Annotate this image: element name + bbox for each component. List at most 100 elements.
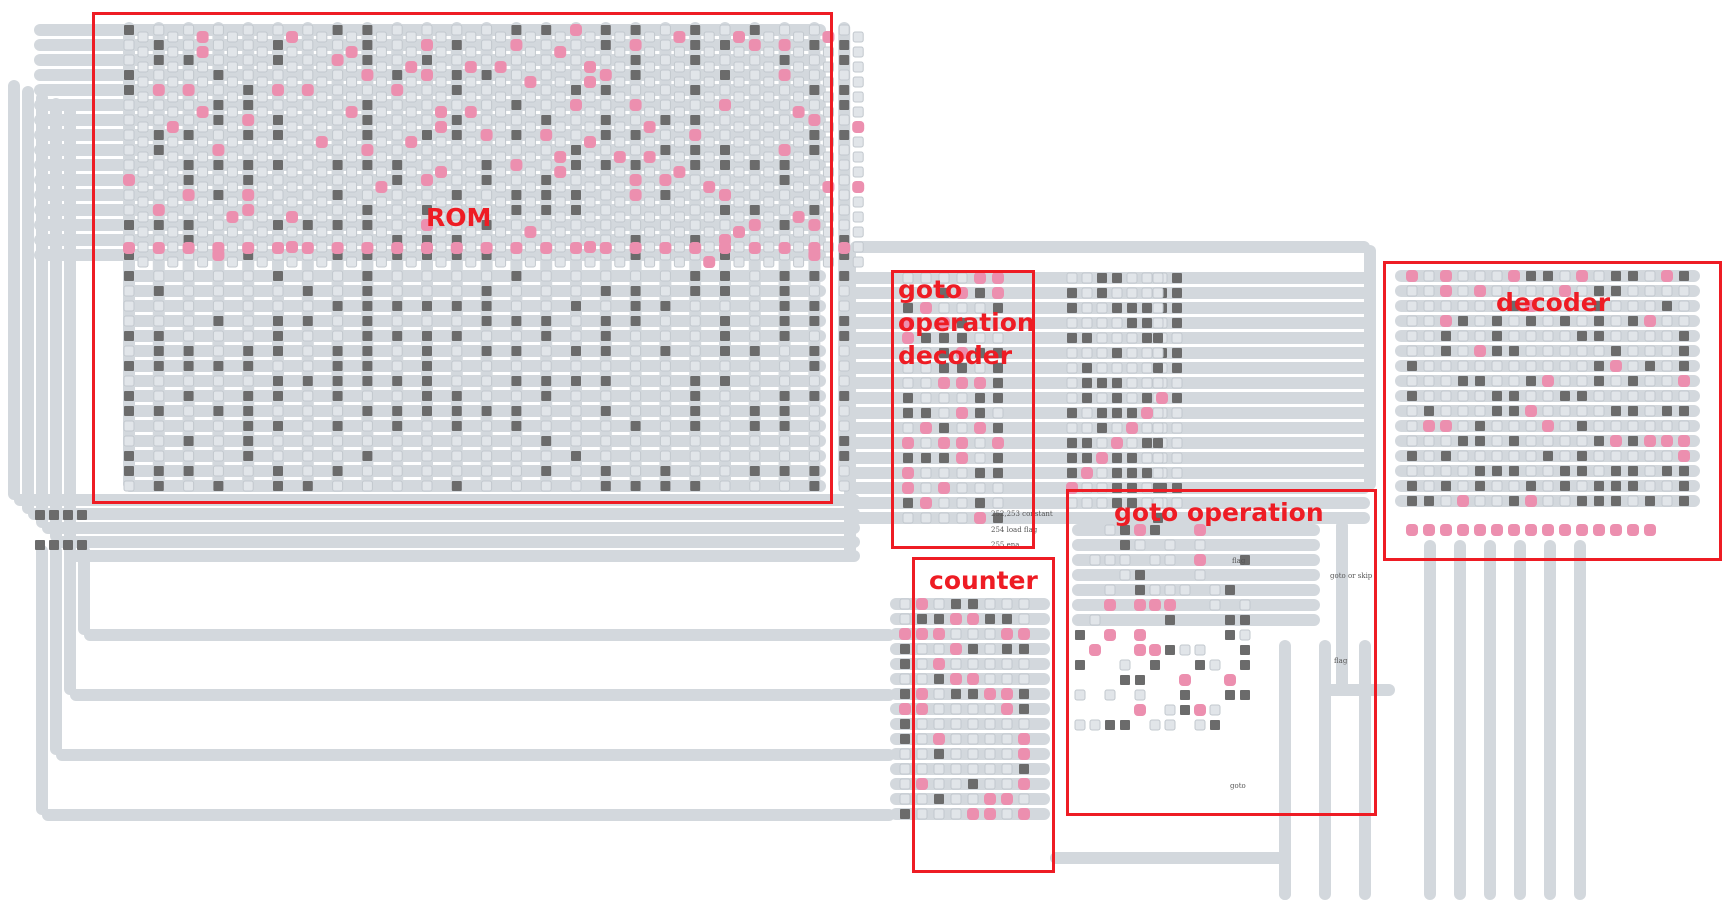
active-cell [152,242,165,254]
logic-node [451,331,462,341]
logic-node [1067,408,1077,418]
wire-segment [64,104,76,556]
wire-node [852,211,864,223]
wire-node [123,285,135,297]
logic-node [511,271,522,281]
wire-node [1423,360,1435,372]
wire-node [838,285,850,297]
wire-node [183,99,195,111]
wire-node [808,330,820,342]
wire-node [838,420,850,432]
wire-node [703,241,715,253]
wire-node [1508,480,1520,492]
wire-node [242,300,254,312]
wire-node [481,480,493,492]
wire-node [659,204,671,216]
active-cell [391,84,404,96]
logic-node [1105,720,1115,730]
wire-node [733,121,745,133]
wire-node [1440,360,1452,372]
active-cell [1149,599,1161,611]
logic-node [362,271,373,281]
active-cell [902,332,914,344]
wire-node [451,204,463,216]
logic-node [422,406,432,416]
logic-node [839,316,850,326]
logic-node [1082,378,1092,388]
wire-node [540,360,552,372]
wire-node [933,808,945,820]
wire-node [316,106,328,118]
wire-node [689,219,701,231]
wire-node [540,300,552,312]
wire-node [1593,450,1605,462]
wire-node [689,435,701,447]
wire-node [1066,392,1078,404]
logic-node [1611,286,1621,296]
wire-node [123,129,135,141]
logic-node [1082,438,1092,448]
wire-node [984,778,996,790]
logic-node [779,220,790,230]
active-cell [689,242,702,254]
logic-node [422,346,432,356]
logic-node [939,453,949,463]
logic-node [1002,644,1012,654]
wire-node [451,270,463,282]
active-cell [992,287,1004,299]
wire-node [749,144,761,156]
logic-node [749,406,760,416]
wire-node [421,435,433,447]
wire-node [421,189,433,201]
wire-node [852,46,864,58]
wire-node [212,330,224,342]
logic-node [993,423,1003,433]
wire-node [984,763,996,775]
logic-node [809,301,820,311]
wire-node [183,480,195,492]
wire-node [256,226,268,238]
wire-node [793,226,805,238]
wire-node [302,174,314,186]
logic-node [1594,376,1604,386]
active-cell [778,144,791,156]
wire-node [659,360,671,372]
wire-node [1406,300,1418,312]
wire-node [570,285,582,297]
wire-node [644,106,656,118]
wire-node [1152,302,1164,314]
logic-node [1526,376,1536,386]
wire-node [808,375,820,387]
wire-node [123,99,135,111]
node-layer [35,24,1690,820]
logic-node [690,85,701,95]
logic-node [1002,614,1012,624]
wire-node [183,330,195,342]
wire-node [984,643,996,655]
wire-node [614,226,626,238]
wire-node [1457,420,1469,432]
wire-node [451,54,463,66]
active-cell [1610,524,1622,536]
logic-node [422,376,432,386]
wire-node [1610,390,1622,402]
active-cell [778,242,791,254]
logic-node [720,376,730,386]
active-cell [1542,375,1554,387]
wire-node [950,703,962,715]
logic-node [1097,378,1107,388]
wire-node [838,24,850,36]
logic-node [957,363,967,373]
wire-segment [1484,540,1496,900]
wire-node [332,435,344,447]
active-cell [331,242,344,254]
wire-node [391,345,403,357]
wire-node [302,435,314,447]
wire-node [1066,377,1078,389]
wire-node [510,480,522,492]
logic-node [1679,481,1689,491]
logic-node [1509,406,1519,416]
logic-node [481,70,492,80]
wire-node [1066,347,1078,359]
wire-node [405,76,417,88]
